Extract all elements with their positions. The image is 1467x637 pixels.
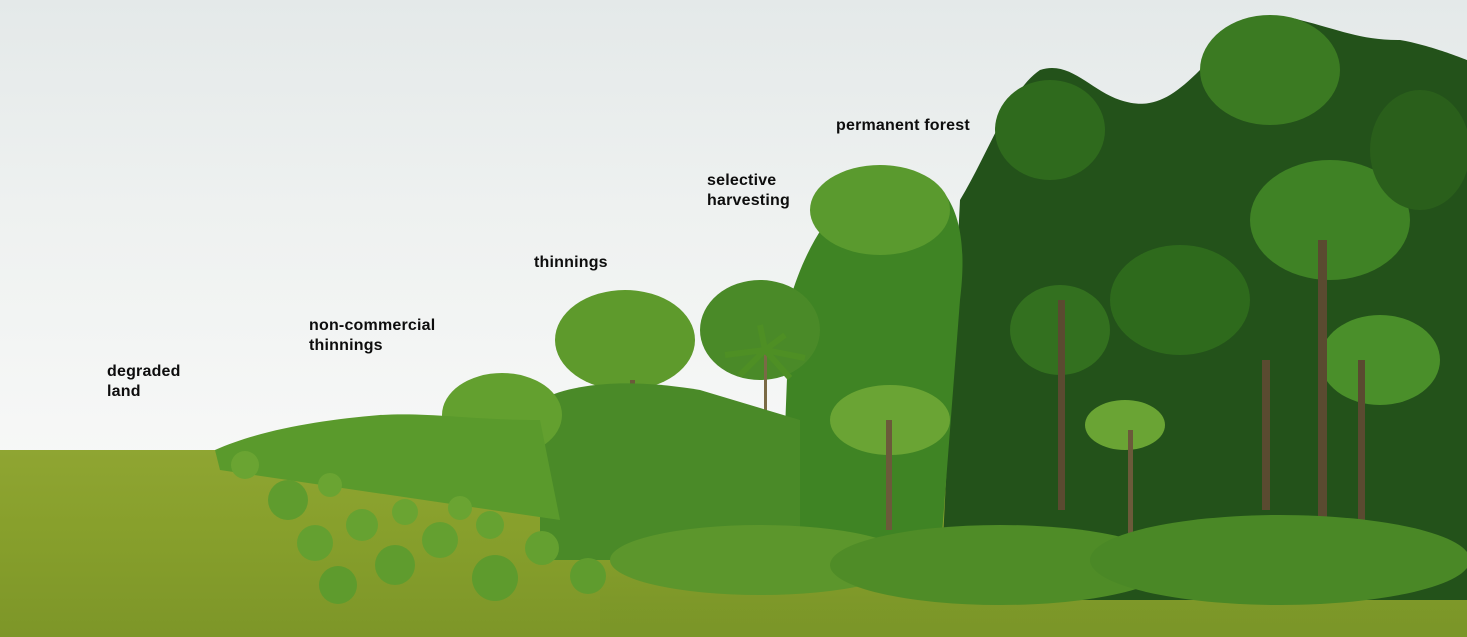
label-thinnings: thinnings xyxy=(534,254,608,271)
label-degraded-land: degraded land xyxy=(107,363,181,400)
label-permanent-forest: permanent forest xyxy=(836,117,970,134)
understory-shrubs xyxy=(610,515,1467,605)
label-selective-harvesting: selective harvesting xyxy=(707,172,790,209)
permanent-forest-canopy xyxy=(940,15,1467,600)
non-commercial-thinnings-trees xyxy=(215,373,562,520)
young-saplings xyxy=(231,451,606,604)
label-non-commercial-thinnings: non-commercial thinnings xyxy=(309,317,436,354)
thinnings-trees xyxy=(540,290,800,560)
